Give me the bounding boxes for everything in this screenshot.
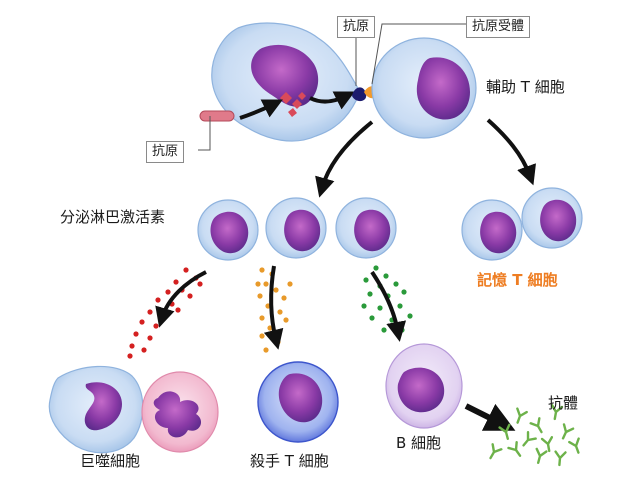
granulocyte-cell <box>141 371 219 453</box>
lymphokine-dots-green <box>361 265 413 333</box>
lymphokine-dot <box>277 309 283 315</box>
antigen-fragment <box>298 92 306 100</box>
lymphokine-dot <box>173 279 179 285</box>
antibody-icon <box>561 423 575 440</box>
helper-t-label: 輔助 T 細胞 <box>486 78 565 96</box>
lymphokine-dot <box>263 281 269 287</box>
arrow-to-killer-t <box>263 265 284 350</box>
antigen-receptor-callout: 抗原受體 <box>466 16 531 38</box>
memory-t-cell-1 <box>461 199 523 261</box>
antibody-icon <box>568 437 580 454</box>
lymphokine-dot <box>187 293 193 299</box>
lymphokine-dot <box>401 289 407 295</box>
lymphokine-dot <box>281 295 287 301</box>
lymphokine-label: 分泌淋巴激活素 <box>60 208 166 226</box>
present-arrow <box>309 91 355 110</box>
lymphokine-dot <box>183 267 189 273</box>
antibody-icon <box>535 447 548 464</box>
lymphokine-dot <box>259 333 265 339</box>
antibody-icon <box>507 441 522 457</box>
lymphokine-dot <box>399 327 405 333</box>
lymphokine-dot <box>197 281 203 287</box>
lymphokine-dot <box>283 317 289 323</box>
activated-t-cell-2 <box>265 197 327 259</box>
helper-t-cell <box>371 37 477 139</box>
antibody-icon <box>522 430 537 447</box>
lymphokine-dot <box>407 313 413 319</box>
lymphokine-dot <box>273 287 279 293</box>
b-cell <box>385 343 463 429</box>
lymphokine-dot <box>383 273 389 279</box>
lymphokine-dot <box>367 291 373 297</box>
lymphokine-dot <box>275 339 281 345</box>
lymphokine-dot <box>165 289 171 295</box>
killer-t-cell <box>257 361 339 443</box>
antigen-capsule <box>199 110 235 122</box>
arrow-to-antibodies <box>464 403 516 431</box>
antigen-fragment <box>292 99 302 109</box>
lymphokine-dot <box>255 281 261 287</box>
lymphokine-dot <box>287 281 293 287</box>
antibody-icon <box>554 450 567 467</box>
lymphokine-dot <box>377 305 383 311</box>
lymphokine-dot <box>175 307 181 313</box>
activated-t-cell-3 <box>335 197 397 259</box>
lymphokine-dot <box>147 309 153 315</box>
lymphokine-dot <box>373 265 379 271</box>
activated-t-cell-1 <box>197 199 259 261</box>
lymphokine-dot <box>259 315 265 321</box>
lymphokine-dot <box>155 297 161 303</box>
macrophage-label: 巨噬細胞 <box>80 452 141 470</box>
lymphokine-dot <box>133 331 139 337</box>
antibody-icon <box>489 443 503 460</box>
antibody-icon <box>529 417 543 434</box>
antibody-icon <box>516 407 528 424</box>
antigen-fragment <box>280 92 292 104</box>
lymphokine-dot <box>369 315 375 321</box>
arrow-to-b-cell <box>370 270 407 342</box>
killer-t-label: 殺手 T 細胞 <box>250 452 329 470</box>
memory-t-label: 記憶 T 細胞 <box>477 271 558 289</box>
lymphokine-dot <box>257 293 263 299</box>
arrow-to-memory <box>486 118 536 186</box>
antigen-callout-left: 抗原 <box>146 141 185 163</box>
antigen-fragment <box>288 108 297 117</box>
lymphokine-dot <box>259 267 265 273</box>
lymphokine-dot <box>139 319 145 325</box>
lymphokine-dot <box>147 335 153 341</box>
lymphokine-dot <box>393 281 399 287</box>
presented-antigen <box>352 87 367 102</box>
lymphokine-dot <box>141 347 147 353</box>
antibody-icon <box>498 423 511 440</box>
antibody-cluster <box>489 404 580 467</box>
lymphokine-dot <box>127 353 133 359</box>
b-cell-label: B 細胞 <box>396 434 442 452</box>
lymphokine-dot <box>361 303 367 309</box>
antibody-label: 抗體 <box>548 394 579 412</box>
antigen-callout-top: 抗原 <box>337 16 376 38</box>
arrow-to-macrophage <box>155 270 207 328</box>
lymphokine-dot <box>129 343 135 349</box>
lymphokine-dot <box>363 277 369 283</box>
lymphokine-dot <box>153 323 159 329</box>
lymphokine-dot <box>381 327 387 333</box>
presenting-macrophage <box>211 22 361 142</box>
uptake-arrow <box>239 99 283 120</box>
receptor-leader <box>371 23 466 85</box>
lymphokine-dot <box>263 347 269 353</box>
lymphokine-dots-orange <box>255 267 293 353</box>
antibody-icon <box>540 436 554 453</box>
lymphokine-dot <box>397 303 403 309</box>
macrophage-cell <box>48 365 144 454</box>
antigen-leader-left <box>198 116 211 151</box>
antibody-icon <box>550 404 564 421</box>
memory-t-cell-2 <box>521 187 583 249</box>
arrow-to-lymphokine <box>315 120 374 198</box>
